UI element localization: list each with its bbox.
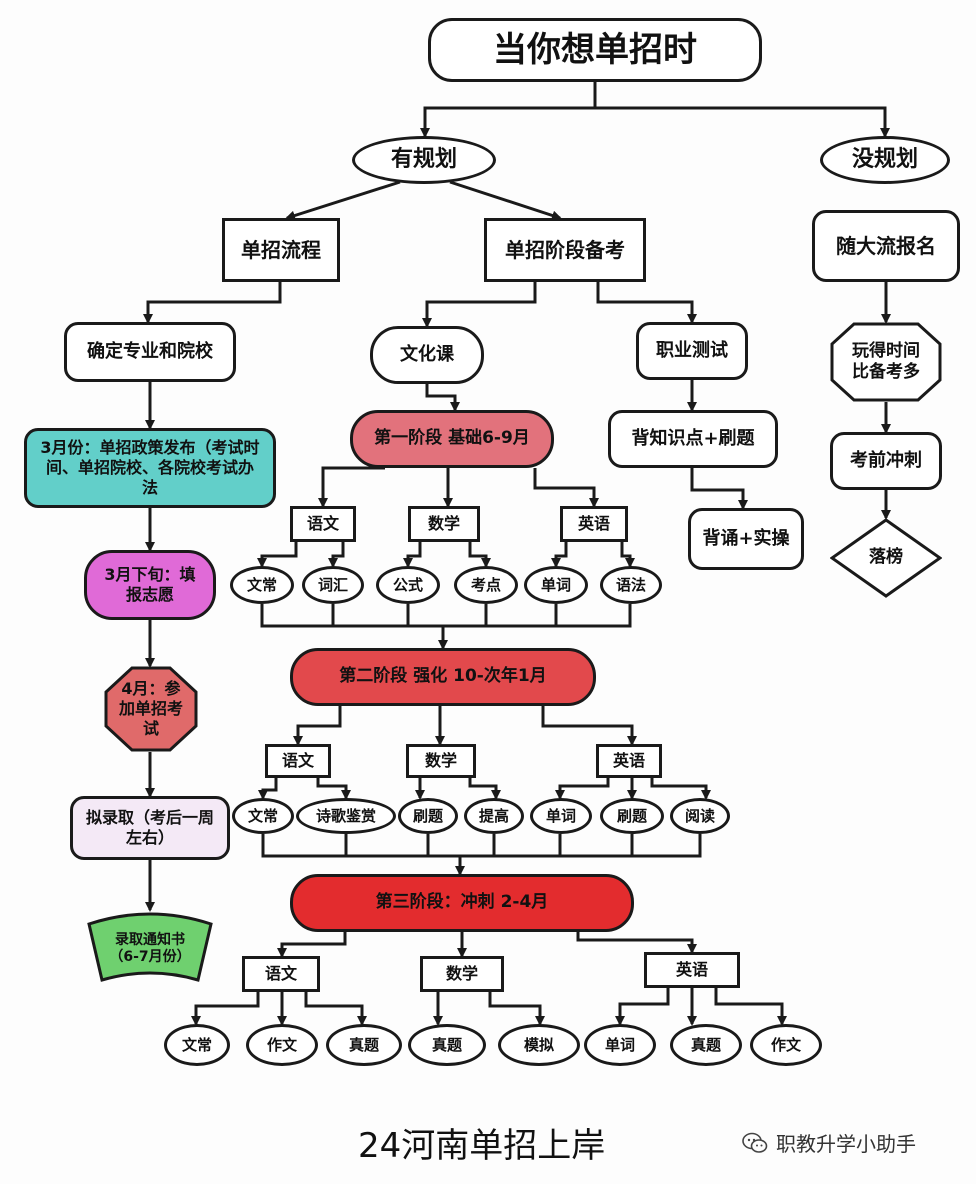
stage3-item: 单词 bbox=[584, 1024, 656, 1066]
process-title: 单招流程 bbox=[222, 218, 340, 282]
process-step-admission-letter: 录取通知书（6-7月份） bbox=[86, 910, 214, 988]
stage3-item: 模拟 bbox=[498, 1024, 580, 1066]
stage3-item: 文常 bbox=[164, 1024, 230, 1066]
vocational-test: 职业测试 bbox=[636, 322, 748, 380]
stage1-title: 第一阶段 基础6-9月 bbox=[350, 410, 554, 468]
stage1-item: 语法 bbox=[600, 566, 662, 604]
prep-title: 单招阶段备考 bbox=[484, 218, 646, 282]
stage3-english: 英语 bbox=[644, 952, 740, 988]
stage3-chinese: 语文 bbox=[242, 956, 320, 992]
stage1-item: 词汇 bbox=[302, 566, 364, 604]
stage3-title: 第三阶段：冲刺 2-4月 bbox=[290, 874, 634, 932]
stage2-item: 提高 bbox=[464, 798, 524, 834]
process-step-fill-application: 3月下旬：填报志愿 bbox=[84, 550, 216, 620]
process-step-take-exam: 4月：参加单招考试 bbox=[104, 666, 198, 752]
take-exam-label: 4月：参加单招考试 bbox=[118, 679, 183, 738]
stage3-item: 作文 bbox=[750, 1024, 822, 1066]
process-step-policy-release: 3月份：单招政策发布（考试时间、单招院校、各院校考试办法 bbox=[24, 428, 276, 508]
branch-has-plan: 有规划 bbox=[352, 136, 496, 184]
footer-caption: 24河南单招上岸 bbox=[358, 1126, 606, 1166]
stage2-chinese: 语文 bbox=[265, 744, 331, 778]
wechat-icon bbox=[742, 1132, 768, 1153]
noplan-step-fail: 落榜 bbox=[830, 518, 942, 598]
noplan-step-last-minute: 考前冲刺 bbox=[830, 432, 942, 490]
process-step-pre-admission: 拟录取（考后一周左右） bbox=[70, 796, 230, 860]
stage3-item: 真题 bbox=[326, 1024, 402, 1066]
stage3-item: 真题 bbox=[408, 1024, 486, 1066]
stage1-english: 英语 bbox=[560, 506, 628, 542]
brand-watermark: 职教升学小助手 bbox=[742, 1128, 916, 1157]
vocational-step-practice: 背诵+实操 bbox=[688, 508, 804, 570]
stage1-item: 文常 bbox=[230, 566, 294, 604]
vocational-step-memorize: 背知识点+刷题 bbox=[608, 410, 778, 468]
noplan-step-play-more: 玩得时间比备考多 bbox=[830, 322, 942, 402]
stage2-item: 刷题 bbox=[398, 798, 458, 834]
stage2-item: 诗歌鉴赏 bbox=[296, 798, 396, 834]
brand-name: 职教升学小助手 bbox=[776, 1132, 916, 1156]
stage1-item: 公式 bbox=[376, 566, 440, 604]
stage1-item: 单词 bbox=[524, 566, 588, 604]
branch-no-plan: 没规划 bbox=[820, 136, 950, 184]
stage2-item: 文常 bbox=[232, 798, 294, 834]
stage2-item: 刷题 bbox=[600, 798, 664, 834]
admission-letter-label: 录取通知书（6-7月份） bbox=[109, 931, 191, 966]
stage2-math: 数学 bbox=[406, 744, 476, 778]
culture-course: 文化课 bbox=[370, 326, 484, 384]
stage2-english: 英语 bbox=[596, 744, 662, 778]
stage1-math: 数学 bbox=[408, 506, 480, 542]
stage2-title: 第二阶段 强化 10-次年1月 bbox=[290, 648, 596, 706]
stage2-item: 阅读 bbox=[670, 798, 730, 834]
stage3-item: 真题 bbox=[670, 1024, 742, 1066]
stage3-item: 作文 bbox=[246, 1024, 318, 1066]
stage1-item: 考点 bbox=[454, 566, 518, 604]
fail-label: 落榜 bbox=[869, 547, 903, 568]
stage3-math: 数学 bbox=[420, 956, 504, 992]
stage1-chinese: 语文 bbox=[290, 506, 356, 542]
noplan-step-signup: 随大流报名 bbox=[812, 210, 960, 282]
process-step-choose-major: 确定专业和院校 bbox=[64, 322, 236, 382]
stage2-item: 单词 bbox=[530, 798, 592, 834]
main-title: 当你想单招时 bbox=[428, 18, 762, 82]
play-more-label: 玩得时间比备考多 bbox=[852, 340, 920, 382]
